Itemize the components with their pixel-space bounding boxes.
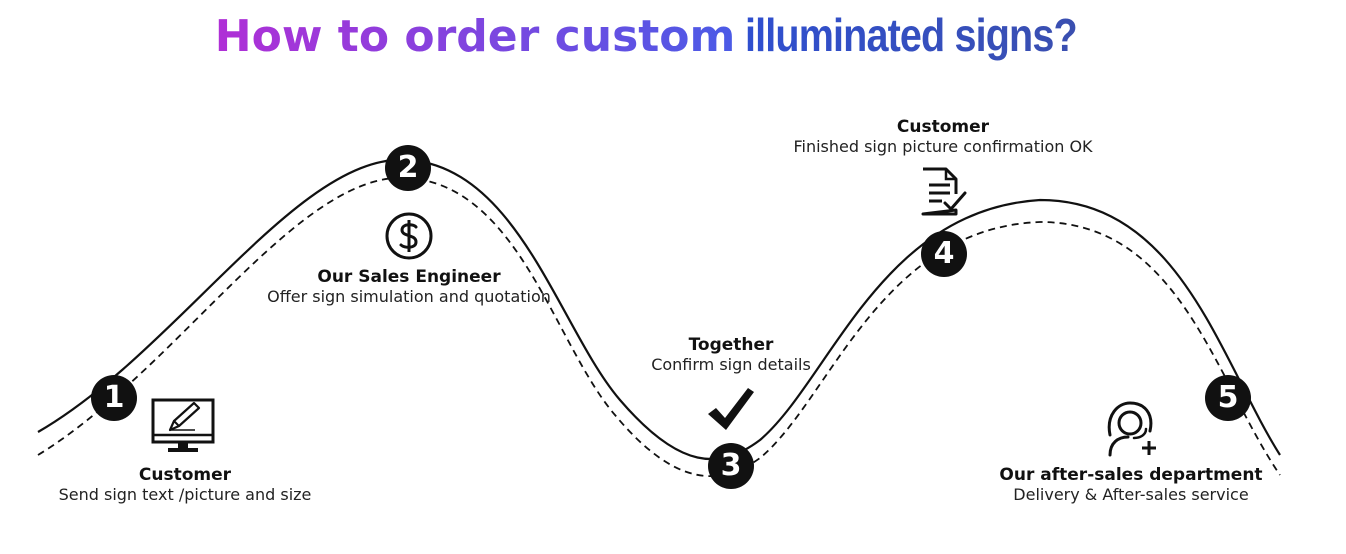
monitor-pen-icon <box>151 398 215 452</box>
step-3-what: Confirm sign details <box>651 355 811 374</box>
curve-dashed-line <box>37 176 1281 477</box>
step-4-circle: 4 <box>921 231 967 277</box>
step-5-label: Our after-sales department Delivery & Af… <box>999 465 1262 505</box>
step-2-circle: 2 <box>385 145 431 191</box>
step-5-who: Our after-sales department <box>999 465 1263 485</box>
step-3-circle: 3 <box>708 443 754 489</box>
step-4-what: Finished sign picture confirmation OK <box>793 137 1093 156</box>
step-3-label: Together Confirm sign details <box>651 335 811 375</box>
step-1-label: Customer Send sign text /picture and siz… <box>59 465 312 505</box>
step-1-who: Customer <box>138 465 232 485</box>
step-2-label: Our Sales Engineer Offer sign simulation… <box>267 267 551 307</box>
step-4-who: Customer <box>896 117 990 137</box>
step-2-who: Our Sales Engineer <box>317 267 501 287</box>
checkmark-icon <box>708 388 754 430</box>
dollar-circle-icon <box>385 212 433 260</box>
step-4-label: Customer Finished sign picture confirmat… <box>793 117 1092 157</box>
step-3-who: Together <box>688 335 774 355</box>
document-check-icon <box>921 167 967 216</box>
title-part-1: How to order custom <box>214 11 736 62</box>
step-2-what: Offer sign simulation and quotation <box>267 287 551 306</box>
headset-user-plus-icon <box>1107 401 1156 457</box>
step-5-what: Delivery & After-sales service <box>1013 485 1249 504</box>
curve-solid-line <box>37 158 1281 460</box>
step-1-circle: 1 <box>91 375 137 421</box>
step-1-what: Send sign text /picture and size <box>58 485 312 504</box>
title-part-2: illuminated signs? <box>745 9 1078 61</box>
step-5-circle: 5 <box>1205 375 1251 421</box>
